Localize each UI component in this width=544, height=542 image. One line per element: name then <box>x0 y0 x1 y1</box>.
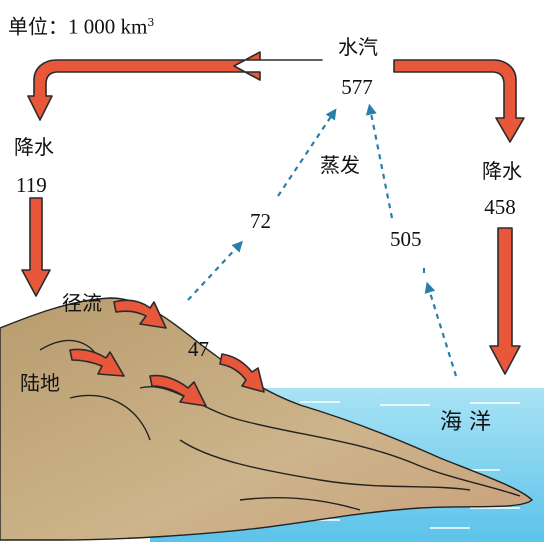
arrow-vapor-to-ocean <box>393 59 525 143</box>
evap-ocean-value: 505 <box>390 227 422 251</box>
ocean-label: 海 洋 <box>440 410 491 435</box>
flow-arrows <box>21 51 525 407</box>
unit-prefix: 单位 <box>8 14 48 39</box>
unit-value: 1 000 km <box>68 14 148 39</box>
unit-exponent: 3 <box>147 16 155 29</box>
runoff-label: 径流 <box>62 291 102 315</box>
precip-land-label: 降水 <box>14 135 54 159</box>
evap-land-value: 72 <box>250 209 271 233</box>
vapor-label: 水汽 <box>338 35 378 59</box>
arrow-runoff-3 <box>149 374 207 407</box>
precip-ocean-value: 458 <box>484 195 516 219</box>
precip-ocean-label: 降水 <box>482 159 522 183</box>
land-label: 陆地 <box>20 371 60 395</box>
precip-land-value: 119 <box>16 173 47 197</box>
evap-arrow-ocean-upper <box>365 103 394 219</box>
unit-colon: ： <box>48 14 68 39</box>
arrow-runoff-2 <box>69 348 125 377</box>
evap-arrow-land-upper <box>277 108 337 197</box>
evap-arrow-land-lower <box>187 240 243 301</box>
runoff-value: 47 <box>188 337 209 361</box>
arrow-runoff-1 <box>113 299 167 329</box>
unit-label: 单位：1 000 km3 <box>8 12 154 38</box>
evap-arrow-ocean-lower <box>424 281 458 377</box>
vapor-value: 577 <box>341 75 373 99</box>
arrow-precip-land <box>21 197 51 297</box>
arrow-runoff-4 <box>219 353 265 393</box>
arrow-vapor-to-land <box>27 51 323 121</box>
evaporation-label: 蒸发 <box>320 153 360 177</box>
evaporation-arrows <box>187 103 458 377</box>
arrow-precip-ocean <box>489 227 521 375</box>
